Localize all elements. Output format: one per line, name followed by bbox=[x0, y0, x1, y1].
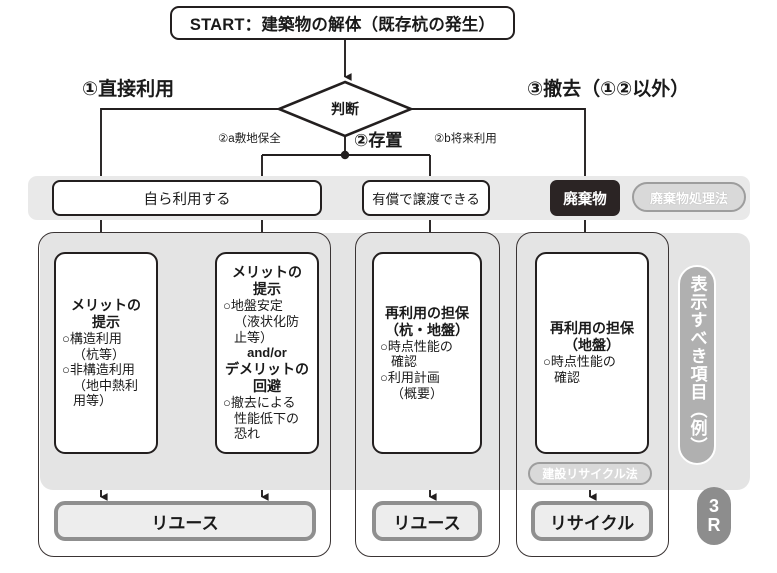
card-item-text: 用等） bbox=[73, 393, 113, 409]
waste-management-law-chip: 廃棄物処理法 bbox=[632, 182, 746, 212]
card-item: （概要） bbox=[378, 386, 476, 402]
card-item-text: 止等） bbox=[234, 329, 274, 345]
card-item: 用等） bbox=[60, 393, 152, 409]
column-frame-waste bbox=[516, 232, 669, 557]
card-header2-line2: 回避 bbox=[253, 377, 281, 394]
card-item-text: （概要） bbox=[391, 385, 444, 401]
badge-3r-line2: R bbox=[707, 515, 721, 535]
waste-management-law-label: 廃棄物処理法 bbox=[649, 190, 728, 206]
result-reuse-mid: リユース bbox=[372, 501, 482, 541]
option-waste: 廃棄物 bbox=[550, 180, 620, 216]
option-waste-label: 廃棄物 bbox=[563, 191, 607, 208]
construction-recycle-law-chip: 建設リサイクル法 bbox=[528, 462, 652, 485]
card-merit-demerit: メリットの 提示 ○地盤安定 （液状化防 止等） and/or デメリットの 回… bbox=[215, 252, 319, 454]
result-reuse-left: リユース bbox=[54, 501, 316, 541]
branch-label-site-preservation: ②a敷地保全 bbox=[218, 133, 281, 145]
card-item-text: 恐れ bbox=[234, 426, 261, 442]
card-header2-line1: デメリットの bbox=[225, 360, 309, 377]
start-box-label: START：建築物の解体（既存杭の発生） bbox=[189, 16, 496, 34]
card-item: ○非構造利用 bbox=[62, 362, 135, 378]
side-label-text: 表示すべき項目（例） bbox=[687, 275, 707, 455]
card-item-text: （液状化防 bbox=[234, 314, 300, 330]
option-paid-transfer: 有償で譲渡できる bbox=[362, 180, 490, 216]
card-item-text: 性能低下の bbox=[234, 410, 300, 426]
result-reuse-left-label: リユース bbox=[151, 513, 219, 533]
card-item: （杭等） bbox=[60, 347, 152, 363]
branch-label-removal: ③撤去（①②以外） bbox=[527, 79, 690, 100]
card-item: ○時点性能の bbox=[543, 354, 616, 370]
card-header-line2: （地盤） bbox=[564, 337, 620, 354]
branch-junction-dot bbox=[340, 150, 350, 160]
card-item: ○地盤安定 bbox=[223, 298, 283, 314]
card-item: 性能低下の bbox=[221, 411, 313, 427]
card-item: 恐れ bbox=[221, 426, 313, 442]
branch-label-future-use: ②b将来利用 bbox=[434, 133, 497, 145]
side-label-display-items: 表示すべき項目（例） bbox=[678, 265, 716, 465]
card-item-text: 確認 bbox=[554, 370, 581, 386]
badge-3r-line1: 3 bbox=[708, 495, 719, 516]
start-box: START：建築物の解体（既存杭の発生） bbox=[170, 6, 515, 40]
card-item: （液状化防 bbox=[221, 314, 313, 330]
result-recycle: リサイクル bbox=[531, 501, 653, 541]
option-self-use: 自ら利用する bbox=[52, 180, 322, 216]
card-item: ○時点性能の bbox=[380, 338, 453, 354]
card-item-text: （杭等） bbox=[73, 346, 126, 362]
branch-label-direct-use: ①直接利用 bbox=[82, 79, 175, 100]
card-item: 確認 bbox=[378, 354, 476, 370]
card-header-line1: 再利用の担保 bbox=[385, 304, 469, 321]
card-item: ○利用計画 bbox=[380, 370, 440, 386]
card-header-line2: 提示 bbox=[92, 314, 120, 331]
option-self-use-label: 自ら利用する bbox=[143, 191, 231, 208]
card-item: ○構造利用 bbox=[62, 331, 122, 347]
result-recycle-label: リサイクル bbox=[549, 513, 635, 533]
card-header-line1: メリットの bbox=[71, 296, 141, 313]
card-merit-structural: メリットの 提示 ○構造利用 （杭等） ○非構造利用 （地中熱利 用等） bbox=[54, 252, 158, 454]
card-item: 確認 bbox=[541, 370, 643, 386]
branch-label-retention: ②存置 bbox=[354, 131, 403, 150]
construction-recycle-law-label: 建設リサイクル法 bbox=[542, 467, 638, 481]
badge-3r: 3 R bbox=[697, 487, 731, 545]
card-item: ○撤去による bbox=[223, 394, 296, 410]
card-item-text: （地中熱利 bbox=[73, 377, 139, 393]
card-header-line2: 提示 bbox=[253, 281, 281, 298]
card-header-line1: 再利用の担保 bbox=[550, 320, 634, 337]
card-item: 止等） bbox=[221, 330, 313, 346]
card-header-line2: （杭・地盤） bbox=[385, 321, 469, 338]
card-reuse-guarantee-ground: 再利用の担保 （地盤） ○時点性能の 確認 bbox=[535, 252, 649, 454]
column-frame-direct-use bbox=[38, 232, 331, 557]
column-frame-paid-transfer bbox=[355, 232, 500, 557]
option-paid-transfer-label: 有償で譲渡できる bbox=[372, 192, 480, 207]
card-header-line1: メリットの bbox=[232, 264, 302, 281]
result-reuse-mid-label: リユース bbox=[393, 513, 461, 533]
card-reuse-guarantee-pile-ground: 再利用の担保 （杭・地盤） ○時点性能の 確認 ○利用計画 （概要） bbox=[372, 252, 482, 454]
card-item-text: 確認 bbox=[391, 354, 418, 370]
card-item: （地中熱利 bbox=[60, 378, 152, 394]
card-andor-label: and/or bbox=[247, 345, 287, 361]
